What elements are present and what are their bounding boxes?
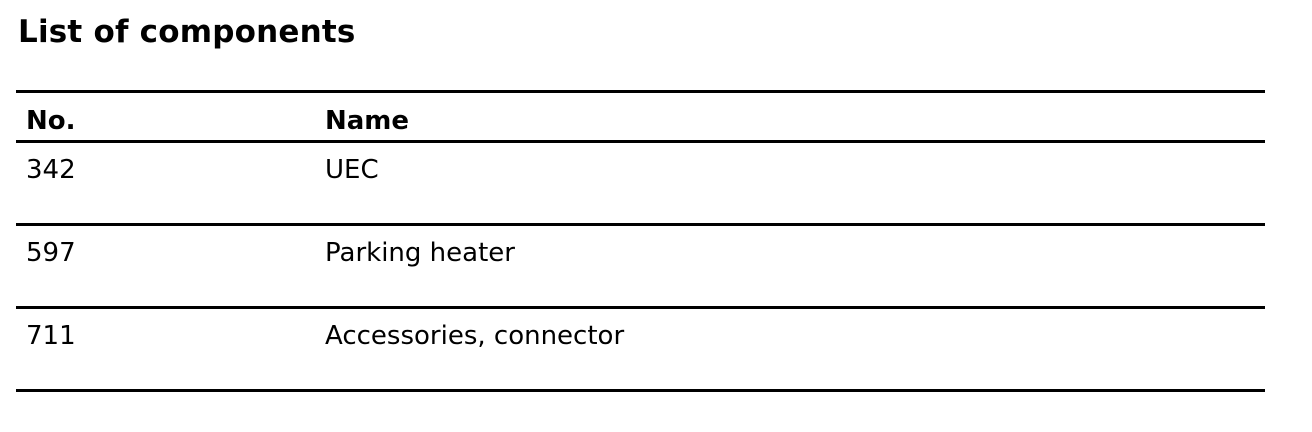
component-name-cell: Accessories, connector [316,307,1265,392]
components-table: No. Name 342 UEC 597 Parking heater 711 … [16,90,1265,392]
component-name-cell: UEC [316,141,1265,226]
component-name-cell: Parking heater [316,224,1265,309]
component-number-cell: 597 [16,224,316,309]
table-row: 597 Parking heater [16,224,1265,309]
column-header-number: No. [16,90,316,143]
table-row: 711 Accessories, connector [16,307,1265,392]
table-header-row: No. Name [16,90,1265,143]
page-title: List of components [18,14,356,50]
component-number-cell: 711 [16,307,316,392]
component-number-cell: 342 [16,141,316,226]
column-header-name: Name [316,90,1265,143]
table-row: 342 UEC [16,141,1265,226]
